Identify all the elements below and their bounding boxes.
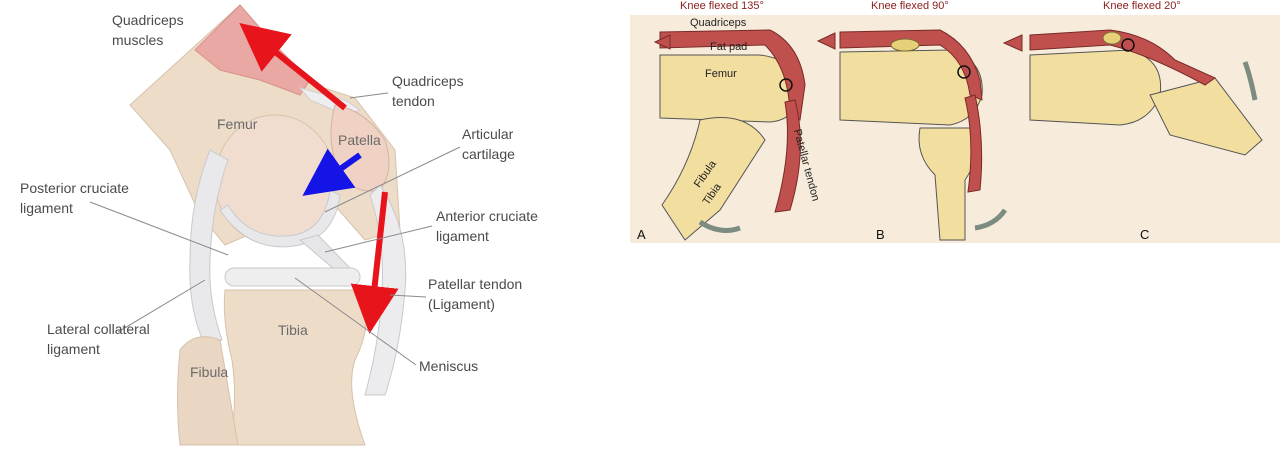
leader-articular-cartilage bbox=[324, 146, 461, 213]
panel-b-patellar-tendon bbox=[964, 94, 983, 193]
tibia-shape bbox=[223, 289, 367, 446]
panel-b-fat-pad bbox=[890, 38, 920, 52]
anterior-cruciate-ligament-shape bbox=[298, 234, 352, 271]
panel-a-label-femur: Femur bbox=[705, 68, 737, 80]
panel-c-title: Knee flexed 20° bbox=[1103, 0, 1181, 12]
panel-b-contact-circle bbox=[957, 65, 971, 79]
panel-a: Knee flexed 135° Quadriceps Fat pad Femu… bbox=[637, 0, 822, 242]
panel-a-tibia bbox=[661, 117, 766, 241]
fibula-shape bbox=[177, 336, 239, 446]
panel-c-quadriceps-arrow bbox=[1002, 34, 1023, 52]
patella-force-arrow bbox=[302, 148, 362, 196]
panel-b-rotation-arrow bbox=[974, 208, 1008, 231]
leader-meniscus bbox=[294, 277, 417, 366]
panel-b-letter: B bbox=[876, 227, 885, 242]
panel-c: Knee flexed 20° C bbox=[1002, 0, 1263, 242]
patellar-tendon-pull-arrow bbox=[350, 191, 399, 334]
leader-lateral-collateral bbox=[117, 279, 206, 333]
quadriceps-pull-arrow bbox=[239, 22, 347, 111]
label-femur: Femur bbox=[217, 116, 258, 132]
knee-flexion-panels: Knee flexed 135° Quadriceps Fat pad Femu… bbox=[630, 0, 1280, 243]
panel-b: Knee flexed 90° B bbox=[816, 0, 1008, 242]
meniscus-shape bbox=[224, 267, 361, 287]
label-patellar-tendon: Patellar tendon(Ligament) bbox=[428, 276, 522, 312]
panel-a-patellar-tendon bbox=[774, 99, 801, 213]
panel-c-contact-circle bbox=[1121, 38, 1135, 52]
leader-quadriceps-tendon bbox=[349, 92, 389, 99]
panel-a-contact-circle bbox=[779, 78, 793, 92]
panel-a-quadriceps-arrow bbox=[653, 34, 671, 50]
panel-c-femur bbox=[1029, 49, 1162, 126]
panel-a-letter: A bbox=[637, 227, 646, 242]
leader-anterior-cruciate bbox=[324, 225, 433, 253]
label-patella: Patella bbox=[338, 132, 381, 148]
label-tibia: Tibia bbox=[278, 322, 308, 338]
label-fibula: Fibula bbox=[190, 364, 228, 380]
panel-a-label-fat-pad: Fat pad bbox=[710, 41, 747, 53]
panel-a-rotation-arrow bbox=[698, 219, 741, 233]
panel-a-label-quadriceps: Quadriceps bbox=[690, 17, 747, 29]
leader-patellar-tendon bbox=[389, 294, 427, 298]
leader-posterior-cruciate bbox=[89, 201, 229, 256]
panel-b-quadriceps-arrow bbox=[816, 32, 836, 50]
panel-b-quadriceps bbox=[839, 29, 983, 101]
label-meniscus: Meniscus bbox=[419, 358, 478, 374]
panel-a-title: Knee flexed 135° bbox=[680, 0, 764, 12]
panel-c-letter: C bbox=[1140, 227, 1149, 242]
panel-c-fat-pad bbox=[1102, 31, 1122, 45]
panel-c-rotation-arrow bbox=[1242, 61, 1258, 101]
panel-b-title: Knee flexed 90° bbox=[871, 0, 949, 12]
